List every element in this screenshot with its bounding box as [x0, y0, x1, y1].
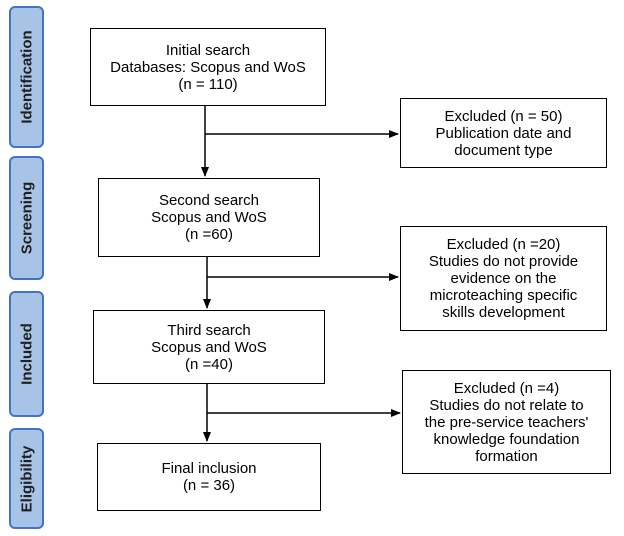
- box-text-line: skills development: [442, 304, 565, 321]
- stage-eligibility: Eligibility: [9, 428, 44, 529]
- box-text-line: Scopus and WoS: [151, 209, 267, 226]
- box-text-line: knowledge foundation: [433, 430, 580, 448]
- box-text-line: Final inclusion: [161, 460, 257, 477]
- box-text-line: (n =60): [185, 226, 233, 243]
- box-text-line: Excluded (n = 50): [444, 107, 563, 125]
- final-inclusion-box: Final inclusion (n = 36): [97, 443, 321, 511]
- stage-identification: Identification: [9, 6, 44, 148]
- box-text-line: Second search: [158, 192, 260, 209]
- third-search-box: Third search Scopus and WoS (n =40): [93, 310, 325, 384]
- box-text-line: Third search: [167, 321, 251, 339]
- box-text-line: the pre-service teachers': [424, 413, 589, 431]
- box-text-line: Studies do not relate to: [429, 396, 584, 414]
- stage-included: Included: [9, 291, 44, 417]
- box-text-line: document type: [454, 141, 553, 159]
- box-text-line: microteaching specific: [429, 287, 578, 304]
- box-text-line: evidence on the: [450, 270, 557, 287]
- initial-search-box: Initial search Databases: Scopus and WoS…: [90, 28, 326, 106]
- box-text-line: (n =40): [185, 355, 233, 373]
- excluded-box-3: Excluded (n =4) Studies do not relate to…: [402, 370, 611, 474]
- box-text-line: Databases: Scopus and WoS: [110, 58, 306, 76]
- stage-screening: Screening: [9, 156, 44, 280]
- box-text-line: Initial search: [165, 41, 251, 59]
- box-text-line: (n = 36): [182, 477, 236, 494]
- excluded-box-1: Excluded (n = 50) Publication date and d…: [400, 98, 607, 168]
- second-search-box: Second search Scopus and WoS (n =60): [98, 178, 320, 257]
- box-text-line: Studies do not provide: [428, 253, 579, 270]
- box-text-line: formation: [475, 447, 538, 465]
- box-text-line: Excluded (n =20): [446, 236, 561, 253]
- excluded-box-2: Excluded (n =20) Studies do not provide …: [400, 226, 607, 331]
- box-text-line: Publication date and: [435, 124, 572, 142]
- box-text-line: Excluded (n =4): [453, 379, 560, 397]
- box-text-line: (n = 110): [178, 75, 238, 93]
- box-text-line: Scopus and WoS: [151, 338, 267, 356]
